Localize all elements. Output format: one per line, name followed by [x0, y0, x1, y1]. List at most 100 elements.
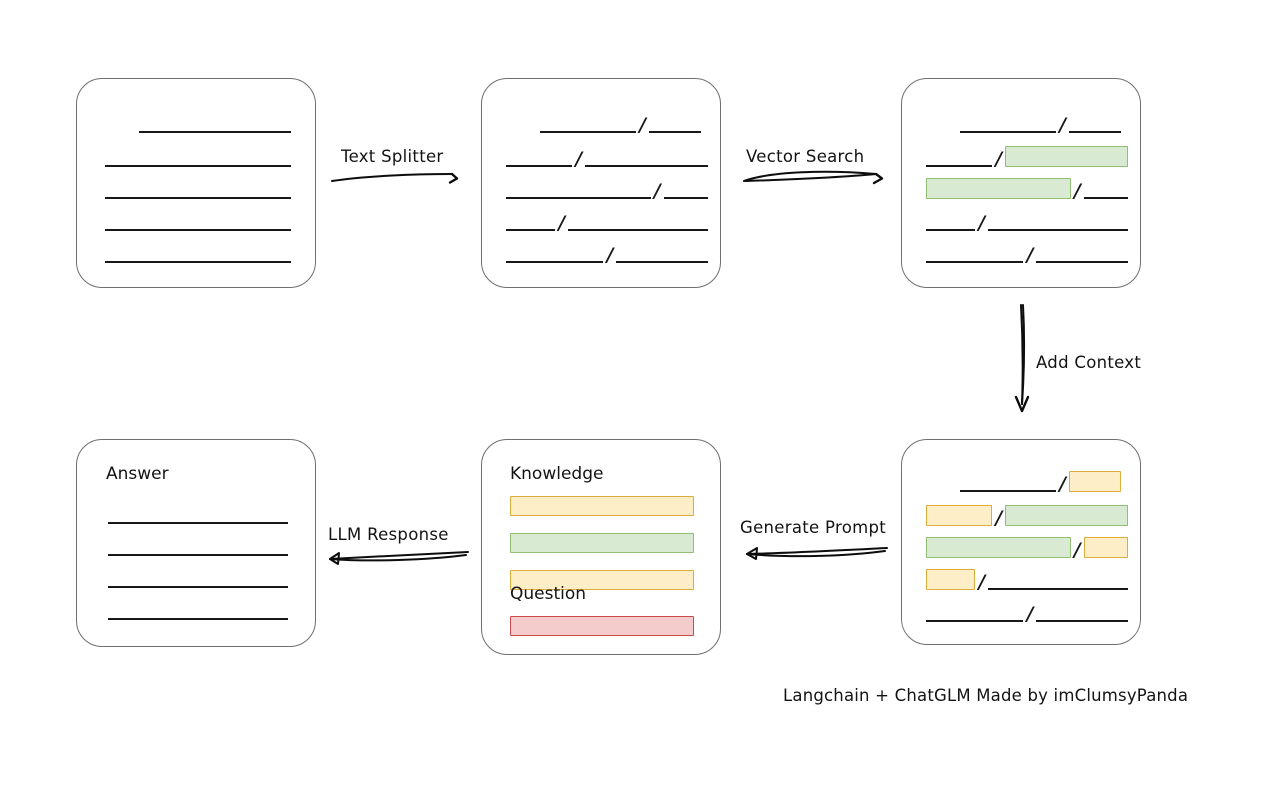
split-slash: /	[1059, 114, 1066, 136]
card-context-document[interactable]: / / / / /	[901, 439, 1141, 645]
document-line-row: /	[482, 241, 720, 266]
line-segment	[506, 145, 573, 167]
split-slash: /	[1026, 603, 1034, 625]
line-segment	[105, 177, 291, 199]
split-slash: /	[978, 212, 986, 234]
matched-chunk-highlight	[926, 177, 1071, 199]
document-line-row: /	[482, 209, 720, 234]
line-segment	[926, 145, 993, 167]
vector-search-arrow-icon	[743, 170, 884, 185]
document-line-row: /	[902, 568, 1140, 593]
matched-chunk-highlight	[926, 536, 1071, 558]
line-segment	[506, 177, 651, 199]
line-segment	[1036, 600, 1128, 622]
line-segment	[108, 534, 288, 556]
line-segment	[108, 502, 288, 524]
document-line-row: /	[482, 145, 720, 170]
line-segment	[960, 470, 1056, 492]
card-matched-document[interactable]: / / / / /	[901, 78, 1141, 288]
line-segment	[926, 241, 1024, 263]
arrow-label-llm-response: LLM Response	[328, 525, 449, 544]
line-segment	[568, 209, 708, 231]
split-slash: /	[575, 148, 583, 170]
split-slash: /	[978, 571, 986, 593]
document-line-row: /	[902, 209, 1140, 234]
document-line-row	[77, 177, 315, 199]
document-line-row	[77, 241, 315, 263]
arrow-label-generate-prompt: Generate Prompt	[740, 518, 886, 537]
split-slash: /	[639, 114, 646, 136]
line-segment	[1036, 241, 1128, 263]
text-splitter-arrow-icon	[331, 172, 459, 184]
arrow-label-vector-search: Vector Search	[746, 147, 865, 166]
generate-prompt-arrow-icon	[746, 547, 888, 560]
footer-credit: Langchain + ChatGLM Made by imClumsyPand…	[783, 686, 1189, 705]
line-segment	[988, 568, 1128, 590]
document-line-row: /	[902, 470, 1140, 495]
split-document-rows: / / / / /	[482, 79, 720, 287]
document-line-row	[77, 598, 315, 620]
line-segment	[988, 209, 1128, 231]
knowledge-bar	[510, 496, 694, 516]
split-slash: /	[606, 244, 614, 266]
context-chunk-highlight	[1083, 536, 1128, 558]
arrow-label-text-splitter: Text Splitter	[341, 147, 444, 166]
card-source-document[interactable]	[76, 78, 316, 288]
document-line-row: /	[482, 111, 720, 136]
split-slash: /	[995, 148, 1003, 170]
line-segment	[926, 209, 976, 231]
document-line-row: /	[902, 111, 1140, 136]
line-segment	[616, 241, 708, 263]
card-prompt[interactable]: Knowledge Question	[481, 439, 721, 655]
document-line-row: /	[902, 504, 1140, 529]
line-segment	[926, 600, 1024, 622]
card-answer[interactable]: Answer	[76, 439, 316, 647]
document-line-row	[77, 209, 315, 231]
card-split-document[interactable]: / / / / /	[481, 78, 721, 288]
split-slash: /	[1073, 180, 1081, 202]
arrow-label-add-context: Add Context	[1036, 353, 1142, 372]
document-line-row: /	[902, 241, 1140, 266]
line-segment	[648, 111, 701, 133]
document-line-row: /	[902, 600, 1140, 625]
split-slash: /	[653, 180, 661, 202]
knowledge-bar	[510, 570, 694, 590]
context-chunk-highlight	[1068, 470, 1121, 492]
line-segment	[108, 598, 288, 620]
split-slash: /	[558, 212, 566, 234]
matched-chunk-highlight	[1005, 504, 1128, 526]
split-slash: /	[1026, 244, 1034, 266]
context-chunk-highlight	[926, 568, 976, 590]
answer-rows	[77, 440, 315, 646]
document-line-row: /	[902, 145, 1140, 170]
line-segment	[139, 111, 291, 133]
line-segment	[1068, 111, 1121, 133]
add-context-arrow-icon	[1014, 304, 1030, 413]
split-slash: /	[995, 507, 1003, 529]
question-bar	[510, 616, 694, 636]
document-line-row	[77, 502, 315, 524]
split-slash: /	[1073, 539, 1081, 561]
document-line-row: /	[902, 536, 1140, 561]
document-line-row	[77, 145, 315, 167]
context-document-rows: / / / / /	[902, 440, 1140, 644]
matched-document-rows: / / / / /	[902, 79, 1140, 287]
line-segment	[506, 209, 556, 231]
line-segment	[960, 111, 1056, 133]
line-segment	[105, 241, 291, 263]
line-segment	[585, 145, 708, 167]
document-line-row: /	[482, 177, 720, 202]
line-segment	[663, 177, 708, 199]
document-line-row	[77, 111, 315, 133]
line-segment	[540, 111, 636, 133]
line-segment	[105, 209, 291, 231]
knowledge-bar	[510, 533, 694, 553]
line-segment	[108, 566, 288, 588]
line-segment	[105, 145, 291, 167]
split-slash: /	[1059, 473, 1066, 495]
document-line-row	[77, 566, 315, 588]
matched-chunk-highlight	[1005, 145, 1128, 167]
knowledge-label: Knowledge	[510, 464, 604, 484]
question-label: Question	[510, 584, 587, 604]
answer-label: Answer	[106, 464, 169, 484]
